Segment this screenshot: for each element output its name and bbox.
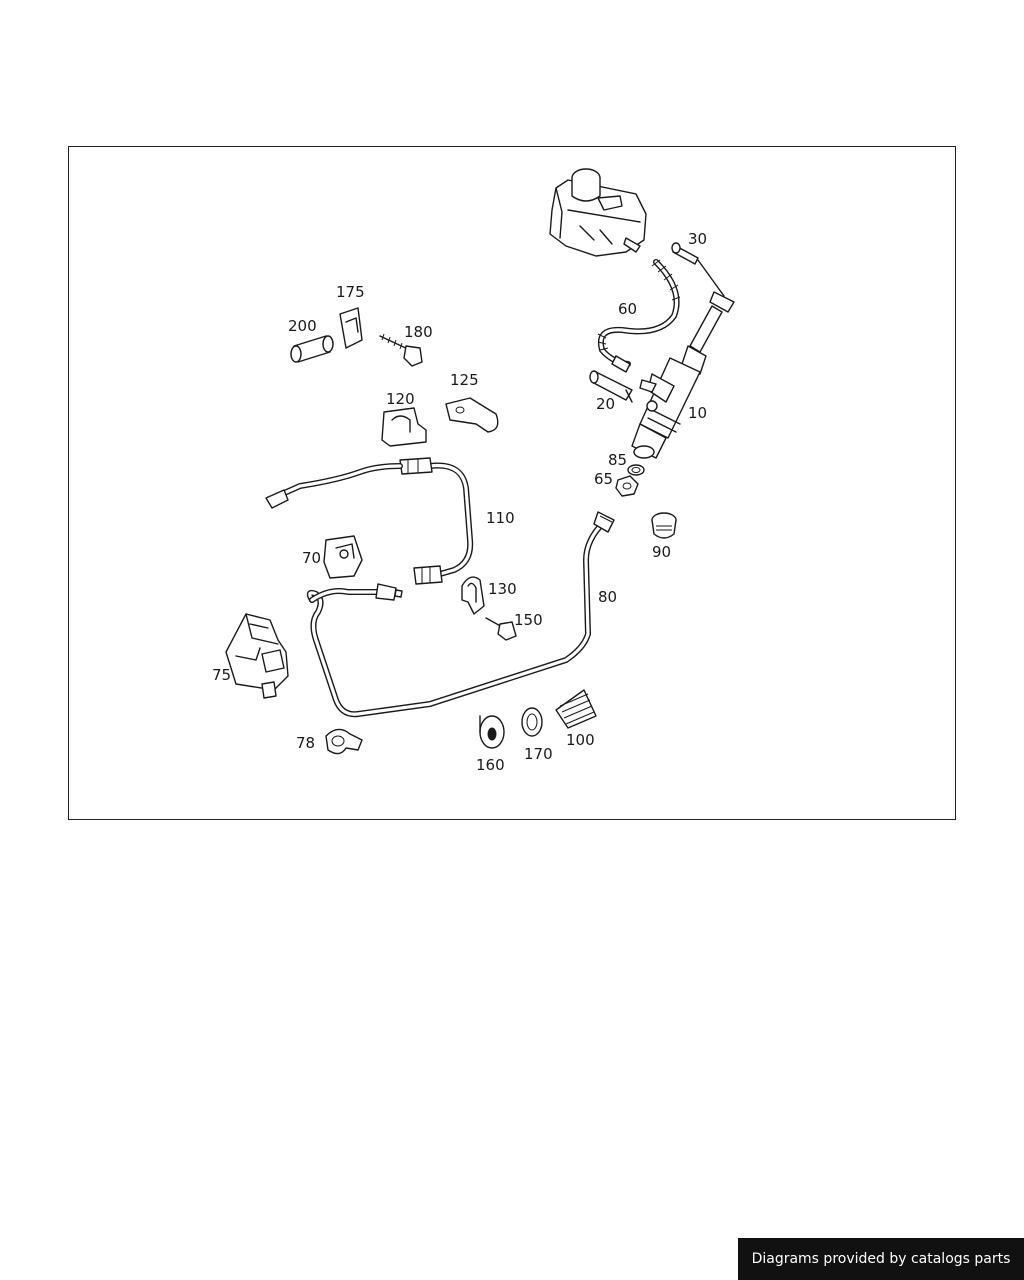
rubber-bushing xyxy=(479,715,505,749)
mounting-bracket xyxy=(381,407,427,447)
spacer-sleeve xyxy=(290,335,334,363)
cylinder-pin xyxy=(589,370,633,403)
diagram-credit-badge: Diagrams provided by catalogs parts xyxy=(738,1238,1024,1280)
callout-60: 60 xyxy=(618,300,637,318)
parts-diagram-frame xyxy=(68,146,956,820)
callout-150: 150 xyxy=(514,611,543,629)
callout-100: 100 xyxy=(566,731,595,749)
callout-170: 170 xyxy=(524,745,553,763)
pipe-clip xyxy=(339,307,363,349)
clutch-pipe xyxy=(306,511,615,718)
hose-clip xyxy=(461,576,485,615)
hose-clamp xyxy=(445,397,499,433)
seal-ring xyxy=(627,464,645,476)
callout-65: 65 xyxy=(594,470,613,488)
reservoir-hose xyxy=(597,259,681,373)
callout-80: 80 xyxy=(598,588,617,606)
callout-130: 130 xyxy=(488,580,517,598)
pivot-pin xyxy=(671,242,725,297)
slave-hose xyxy=(265,457,474,585)
callout-78: 78 xyxy=(296,734,315,752)
dust-boot xyxy=(555,689,597,729)
credit-text: Diagrams provided by catalogs parts xyxy=(751,1251,1011,1267)
callout-10: 10 xyxy=(688,404,707,422)
callout-125: 125 xyxy=(450,371,479,389)
union-nut xyxy=(615,475,639,497)
flange-bolt xyxy=(485,617,517,641)
rubber-washer xyxy=(521,707,543,737)
callout-70: 70 xyxy=(302,549,321,567)
tube-clip xyxy=(325,728,363,755)
callout-75: 75 xyxy=(212,666,231,684)
callout-200: 200 xyxy=(288,317,317,335)
callout-180: 180 xyxy=(404,323,433,341)
pipe-holder xyxy=(323,535,363,579)
slave-cylinder-bracket xyxy=(225,613,289,699)
callout-110: 110 xyxy=(486,509,515,527)
callout-120: 120 xyxy=(386,390,415,408)
callout-160: 160 xyxy=(476,756,505,774)
bleeder-cap xyxy=(651,512,677,539)
callout-90: 90 xyxy=(652,543,671,561)
callout-30: 30 xyxy=(688,230,707,248)
clutch-master-cylinder xyxy=(631,291,735,459)
callout-20: 20 xyxy=(596,395,615,413)
callout-85: 85 xyxy=(608,451,627,469)
callout-175: 175 xyxy=(336,283,365,301)
hex-bolt xyxy=(379,333,423,367)
fluid-reservoir xyxy=(549,168,647,257)
